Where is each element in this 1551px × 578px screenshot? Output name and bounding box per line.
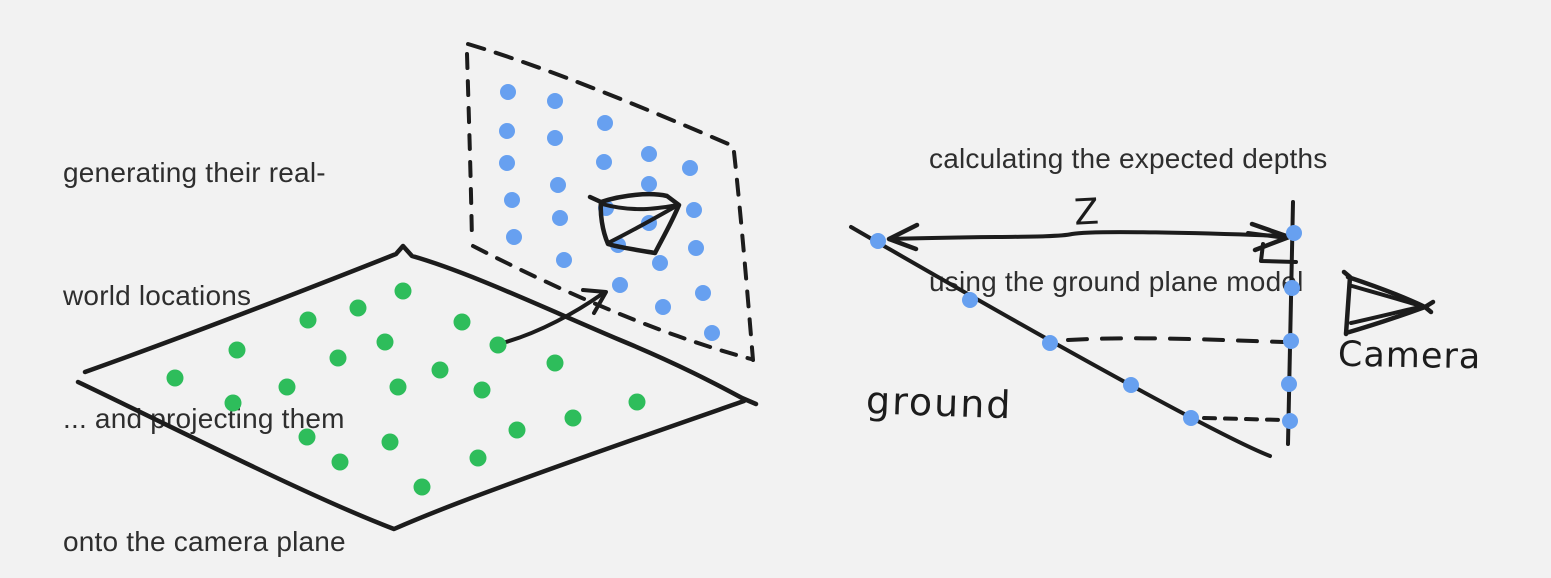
green-dot	[278, 378, 296, 396]
blue-dot	[612, 277, 628, 293]
blue-dot	[597, 115, 613, 131]
blue-dot	[552, 210, 568, 226]
ground-label: ground	[865, 378, 1013, 427]
camera-icon-fold	[600, 202, 680, 245]
green-dot	[349, 299, 367, 317]
green-dot	[376, 333, 394, 351]
green-dot	[473, 381, 491, 399]
green-dot	[546, 354, 564, 372]
projection-arrow-head	[581, 288, 608, 315]
blue-dot	[550, 177, 566, 193]
blue-dot	[1284, 280, 1300, 296]
green-dot	[381, 433, 399, 451]
caption-line: calculating the expected depths	[929, 143, 1328, 174]
blue-dot	[547, 93, 563, 109]
caption-line: generating their real-	[63, 157, 326, 188]
camera-label: Camera	[1338, 335, 1482, 377]
green-dot	[228, 341, 246, 359]
blue-dot	[686, 202, 702, 218]
green-dot	[389, 378, 407, 396]
blue-dot	[1183, 410, 1199, 426]
blue-dot	[688, 240, 704, 256]
blue-dot	[556, 252, 572, 268]
green-dot	[431, 361, 449, 379]
z-label: Z	[1073, 191, 1100, 233]
blue-dot	[1283, 333, 1299, 349]
camera-icon	[1341, 269, 1436, 337]
blue-dot	[695, 285, 711, 301]
right-caption: calculating the expected depths using th…	[929, 56, 1327, 384]
camera-icon-fold	[1349, 284, 1423, 325]
green-dot	[329, 349, 347, 367]
blue-dot	[596, 154, 612, 170]
image-plane-dots	[1281, 225, 1302, 429]
depth-dashed-line-mid	[1066, 336, 1285, 344]
green-dot	[453, 313, 471, 331]
blue-dot	[1286, 225, 1302, 241]
blue-dot	[962, 292, 978, 308]
blue-dot	[870, 233, 886, 249]
ground-plane-outline	[75, 243, 759, 532]
blue-dot	[704, 325, 720, 341]
blue-dot	[1282, 413, 1298, 429]
green-dot	[413, 478, 431, 496]
projection-arrow-line	[504, 292, 604, 344]
green-dot	[298, 428, 316, 446]
ground-line-dots	[870, 233, 1199, 426]
camera-plane-edge-right	[732, 150, 755, 362]
blue-dot	[504, 192, 520, 208]
ground-plane-dots	[166, 282, 646, 496]
z-arrow-line	[890, 230, 1286, 241]
blue-dot	[499, 155, 515, 171]
green-dot	[299, 311, 317, 329]
blue-dot	[652, 255, 668, 271]
green-dot	[331, 453, 349, 471]
right-angle-mark	[1259, 242, 1298, 264]
caption-line: world locations	[63, 280, 252, 311]
camera-icon-body	[587, 191, 682, 256]
blue-dot	[499, 123, 515, 139]
blue-dot	[1123, 377, 1139, 393]
green-dot	[224, 394, 242, 412]
depth-dashed-line-low	[1202, 416, 1286, 422]
blue-dot	[506, 229, 522, 245]
blue-dot	[655, 299, 671, 315]
left-caption: generating their real- world locations .…	[63, 70, 346, 578]
green-dot	[628, 393, 646, 411]
green-dot	[508, 421, 526, 439]
green-dot	[166, 369, 184, 387]
z-arrow-head-left	[886, 222, 920, 252]
caption-line: ... and projecting them	[63, 403, 345, 434]
ground-line	[849, 225, 1272, 458]
blue-dot	[500, 84, 516, 100]
blue-dot	[641, 146, 657, 162]
camera-plane-edge-bottom	[471, 244, 753, 361]
z-arrow-head-right-extra	[1246, 231, 1288, 240]
blue-dot	[641, 176, 657, 192]
blue-dot	[1281, 376, 1297, 392]
camera-plane-edge-left	[465, 52, 474, 244]
blue-dot	[682, 160, 698, 176]
camera-plane-dots	[499, 84, 720, 341]
blue-dot	[547, 130, 563, 146]
green-dot	[469, 449, 487, 467]
camera-plane-edge-top	[466, 42, 735, 148]
blue-dot	[1042, 335, 1058, 351]
green-dot	[489, 336, 507, 354]
caption-line: onto the camera plane	[63, 526, 346, 557]
green-dot	[564, 409, 582, 427]
camera-icon-body	[1341, 269, 1436, 337]
camera-icon	[587, 191, 682, 256]
green-dot	[394, 282, 412, 300]
